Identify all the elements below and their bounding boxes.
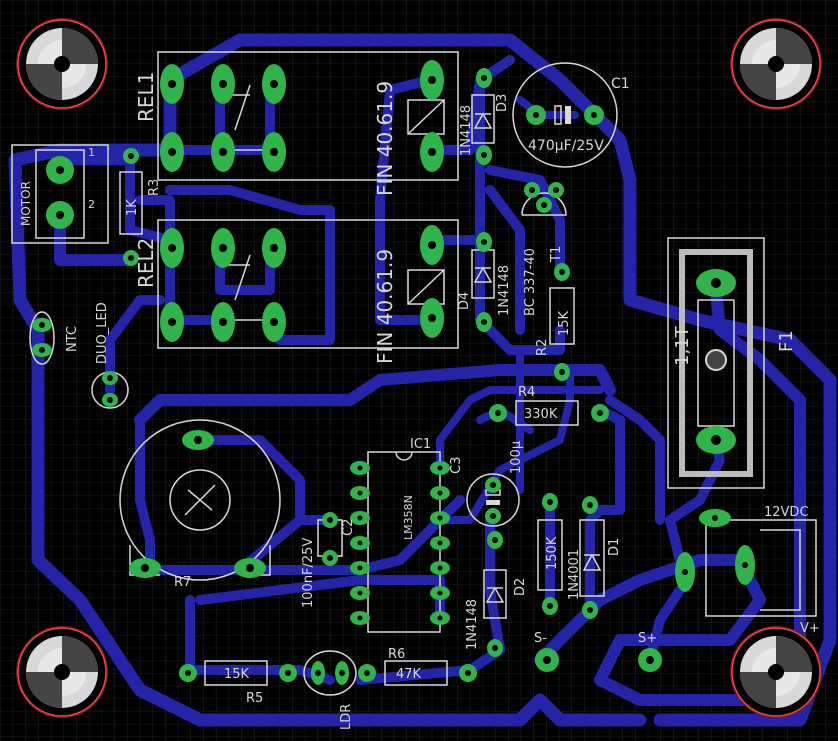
rel1-pads [160,60,444,172]
ntc-outline [29,311,55,365]
mounting-hole-top-left [16,18,108,110]
label-c1-value: 470µF/25V [528,138,604,154]
label-motor-pin1: 1 [88,146,95,159]
label-d2: D2 [513,578,528,596]
rel1-coil [407,99,445,135]
r2-outline [549,287,575,345]
label-fin-rel1: FIN 40.61.9 [373,81,397,196]
label-s-minus: S- [534,631,547,646]
t1-outline [521,192,567,216]
r3-outline [119,171,143,235]
label-motor-pin2: 2 [88,198,95,211]
r1-outline [537,519,563,591]
label-ic1-part: LM358N [402,495,415,540]
ldr-outline [303,650,357,696]
label-r5-value: 15K [224,667,250,682]
r7-outline [119,419,281,581]
label-c3-value: 100µ [509,441,524,474]
r4-outline [515,400,579,426]
label-r2-value: 15K [557,310,572,336]
label-d3-part: 1N4148 [459,105,474,156]
mounting-hole-top-right [730,18,822,110]
label-r5: R5 [246,691,263,706]
label-ntc: NTC [65,326,80,352]
label-r2: R2 [535,339,550,356]
labels: REL1 REL2 FIN 40.61.9 FIN 40.61.9 1N4148… [19,72,820,730]
label-r4: R4 [518,385,535,400]
rel2-pads [160,225,444,342]
fuse-outline [667,237,765,489]
label-fuse-value: 1,1T [672,325,693,366]
mounting-holes [16,18,822,718]
label-v-plus: V+ [800,621,820,636]
label-rel2: REL2 [134,238,158,288]
label-t1: T1 [549,246,564,263]
rel1-outline [157,51,459,181]
motor-connector [11,144,109,244]
label-d4-part: 1N4148 [497,265,512,316]
label-r3-value: 1K [125,199,140,216]
pads [32,60,755,685]
label-r7: R7 [174,575,191,590]
mounting-hole-bottom-left [16,626,108,718]
label-c2: C2 [341,519,356,536]
label-d2-part: 1N4148 [465,599,480,650]
d2-outline [483,569,507,619]
label-c2-value: 100nF/25V [301,538,316,608]
power-connector [705,519,817,617]
label-rel1: REL1 [134,72,158,122]
label-duo-led: DUO_LED [95,302,110,364]
d1-outline [579,519,605,597]
label-motor: MOTOR [19,181,33,226]
label-fin-rel2: FIN 40.61.9 [373,249,397,364]
label-d1-part: 1N4001 [567,549,582,600]
label-r1-value: 150K [545,536,560,570]
rel2-outline [157,219,459,349]
label-d3: D3 [495,94,510,112]
label-fuse: F1 [776,330,797,352]
label-c1: C1 [611,76,630,92]
label-d4: D4 [457,292,472,310]
c1-outline [512,62,618,168]
d3-outline [471,94,495,144]
label-r3: R3 [147,179,162,196]
r5-outline [204,660,268,686]
label-c3: C3 [449,457,464,474]
label-r4-value: 330K [524,407,558,422]
label-d1: D1 [607,538,622,556]
label-ldr: LDR [339,704,354,730]
c3-outline [466,473,520,527]
label-power: 12VDC [764,505,809,520]
label-r6-value: 47K [396,667,422,682]
label-t1-part: BC 337-40 [523,248,538,316]
label-s-plus: S+ [638,631,657,646]
label-r6: R6 [388,647,405,662]
label-ic1: IC1 [410,437,431,452]
ic1-pads [350,461,450,625]
r6-outline [384,660,448,686]
mounting-hole-bottom-right [730,626,822,718]
